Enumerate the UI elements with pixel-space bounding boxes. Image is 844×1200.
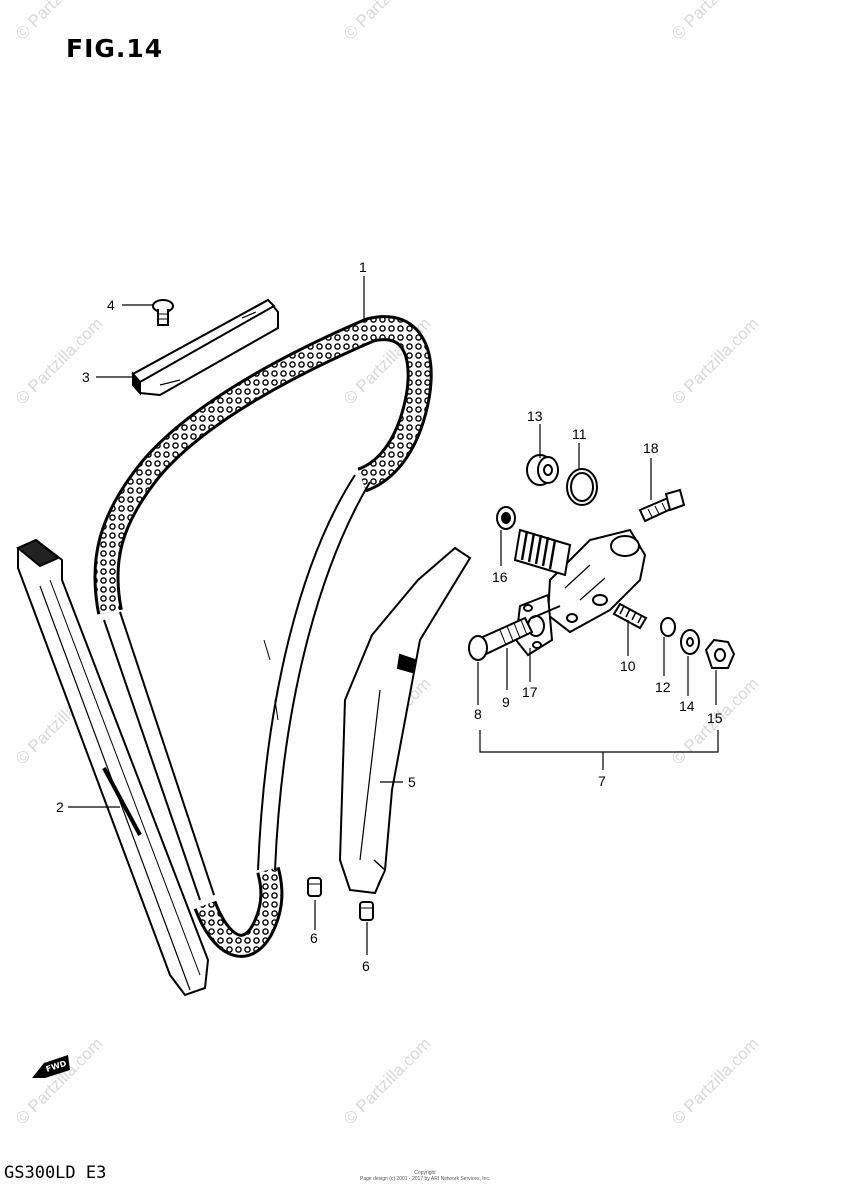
callout-15: 15 [707,710,723,726]
callout-8: 8 [474,706,482,722]
callout-13: 13 [527,408,543,424]
spring [531,605,561,619]
callout-2: 2 [56,799,64,815]
chain-guide-front [338,546,472,895]
lock-washer [680,629,700,655]
copyright-notice: Copyright Page design (c) 2001 - 2017 by… [360,1170,490,1182]
callout-7: 7 [598,773,606,789]
chain-guide-top [131,298,279,397]
pin [307,877,322,897]
copyright-line: Copyright [414,1170,436,1176]
callout-5: 5 [408,774,416,790]
small-o-ring [660,617,676,637]
cam-chain [93,315,433,958]
callout-3: 3 [82,369,90,385]
nut [704,638,736,669]
forward-direction-marker: FWD [32,1055,70,1078]
callout-1: 1 [359,259,367,275]
chain-guide-rear [16,538,210,997]
pin [359,901,374,921]
callout-17: 17 [522,684,538,700]
callout-12: 12 [655,679,671,695]
callout-18: 18 [643,440,659,456]
washer [496,506,516,530]
callout-6: 6 [362,958,370,974]
callout-14: 14 [679,698,695,714]
adjuster-screw [612,602,648,630]
bolt [638,488,686,523]
callout-6: 6 [310,930,318,946]
chain-tensioner-body [513,528,647,634]
o-ring [566,468,598,506]
copyright-line: Page design (c) 2001 - 2017 by ARI Netwo… [360,1176,490,1182]
seal [526,454,559,486]
leader-lines [68,276,719,955]
figure-title: FIG.14 [66,34,164,63]
model-code: GS300LD E3 [4,1163,107,1183]
callout-10: 10 [620,658,636,674]
screw [152,299,174,326]
callout-4: 4 [107,297,115,313]
push-rod [468,616,534,661]
callout-11: 11 [572,426,587,442]
callout-16: 16 [492,569,508,585]
callout-9: 9 [502,694,510,710]
